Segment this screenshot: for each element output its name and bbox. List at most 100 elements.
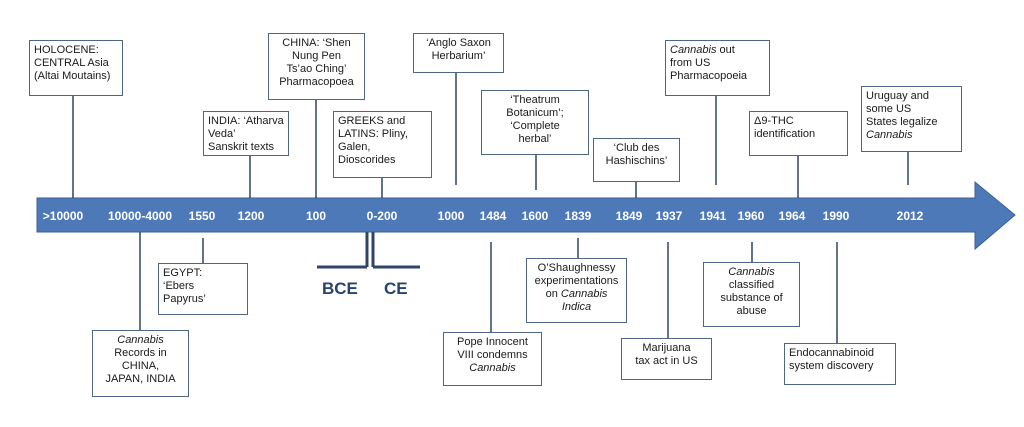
era-label-ce: CE bbox=[384, 279, 408, 298]
event-text-line: GREEKS and bbox=[338, 115, 406, 127]
event-text-line: Cannabis bbox=[448, 362, 537, 375]
event-text-line: O’Shaughnessy bbox=[537, 262, 616, 274]
tick-label: 1200 bbox=[238, 209, 265, 223]
era-label-bce: BCE bbox=[322, 279, 358, 298]
tick-label: 1990 bbox=[823, 209, 850, 223]
event-text-line: tax act in US bbox=[635, 355, 698, 367]
event-text-line: ‘Ebers bbox=[163, 280, 195, 292]
tick-label: 1000 bbox=[438, 209, 465, 223]
event-text-line: HOLOCENE: bbox=[34, 44, 99, 56]
event-text-line: Cannabis bbox=[708, 266, 795, 279]
event-text-line: CENTRAL Asia bbox=[34, 57, 109, 69]
tick-label: 1849 bbox=[616, 209, 643, 223]
event-text-line: Sanskrit texts bbox=[208, 141, 275, 153]
event-text-line: Δ9-THC bbox=[754, 115, 794, 127]
event-text-line: States legalize bbox=[866, 116, 938, 128]
event-text-line: classified bbox=[728, 279, 775, 291]
italic-term: Cannabis bbox=[670, 44, 717, 56]
italic-term: Cannabis bbox=[117, 334, 164, 346]
tick-label: 1484 bbox=[480, 209, 507, 223]
tick-label: 10000-4000 bbox=[108, 209, 172, 223]
tick-label: 0-200 bbox=[367, 209, 398, 223]
event-text-line: JAPAN, INDIA bbox=[105, 373, 176, 385]
event-text-line: Cannabis bbox=[866, 129, 957, 142]
event-text-line: (Altai Moutains) bbox=[34, 70, 111, 82]
event-text-line: CHINA, bbox=[121, 360, 160, 372]
event-text-line: from US bbox=[670, 57, 711, 69]
event-text-line: abuse bbox=[736, 305, 767, 317]
event-text-line: on Cannabis bbox=[545, 288, 608, 300]
event-text-line: substance of bbox=[720, 292, 783, 304]
tick-label: 100 bbox=[306, 209, 326, 223]
event-text-line: Marijuana bbox=[642, 342, 691, 354]
event-text-line: Pharmacopoea bbox=[279, 76, 354, 88]
italic-term: Cannabis bbox=[728, 266, 775, 278]
event-text-line: ‘Complete bbox=[510, 120, 560, 132]
event-text-line: system discovery bbox=[789, 360, 874, 372]
event-text-line: Cannabis bbox=[97, 334, 184, 347]
event-text-line: Pope Innocent bbox=[457, 336, 528, 348]
event-text-line: Botanicum’; bbox=[506, 107, 564, 119]
tick-label: >10000 bbox=[43, 209, 84, 223]
timeline-arrow bbox=[36, 180, 1016, 251]
event-text-line: some US bbox=[866, 103, 912, 115]
event-text-line: Herbarium’ bbox=[431, 50, 486, 62]
event-text-line: herbal’ bbox=[518, 133, 552, 145]
event-text-line: ‘Club des bbox=[613, 142, 660, 154]
tick-label: 1600 bbox=[522, 209, 549, 223]
event-text-line: CHINA: ‘Shen bbox=[282, 37, 351, 49]
event-text-line: Records in bbox=[114, 347, 167, 359]
event-text-line: Indica bbox=[531, 301, 622, 314]
italic-term: Indica bbox=[561, 301, 592, 313]
event-text-line: Uruguay and bbox=[866, 90, 929, 102]
event-text-line: Nung Pen bbox=[292, 50, 341, 62]
event-text-line: LATINS: Pliny, bbox=[338, 128, 408, 140]
event-text-line: identification bbox=[754, 128, 816, 140]
event-text-line: ‘Theatrum bbox=[510, 94, 560, 106]
event-connectors bbox=[72, 73, 909, 343]
tick-label: 1550 bbox=[189, 209, 216, 223]
tick-label: 1960 bbox=[738, 209, 765, 223]
tick-label: 2012 bbox=[897, 209, 924, 223]
event-text-line: ‘Anglo Saxon bbox=[426, 37, 491, 49]
event-text-line: Galen, bbox=[338, 141, 371, 153]
event-holocene-box: HOLOCENE:CENTRAL Asia(Altai Moutains) bbox=[29, 40, 123, 96]
event-text-line: Papyrus’ bbox=[163, 293, 206, 305]
event-text-line: EGYPT: bbox=[163, 267, 203, 279]
tick-label: 1937 bbox=[656, 209, 683, 223]
event-text-line: Hashischins’ bbox=[605, 155, 668, 167]
event-text-line: Veda’ bbox=[208, 128, 236, 140]
event-text-line: VIII condemns bbox=[457, 349, 528, 361]
italic-term: Cannabis bbox=[866, 129, 913, 141]
event-text-line: Cannabis out bbox=[670, 44, 735, 56]
event-text-line: INDIA: ‘Atharva bbox=[208, 115, 284, 127]
timeline-tick-labels: >10000 10000-4000 1550 1200 100 0-200 1000 1484… bbox=[43, 209, 924, 223]
event-text-line: Endocannabinoid bbox=[789, 347, 875, 359]
event-text-line: Ts’ao Ching’ bbox=[286, 63, 347, 75]
italic-term: Cannabis bbox=[469, 362, 516, 374]
event-text-line: Pharmacopoeia bbox=[670, 70, 748, 82]
event-text-line: experimentations bbox=[534, 275, 619, 287]
tick-label: 1941 bbox=[700, 209, 727, 223]
italic-term: Cannabis bbox=[560, 288, 608, 300]
bce-ce-divider bbox=[317, 232, 420, 269]
tick-label: 1964 bbox=[779, 209, 806, 223]
event-text-line: Dioscorides bbox=[338, 154, 396, 166]
